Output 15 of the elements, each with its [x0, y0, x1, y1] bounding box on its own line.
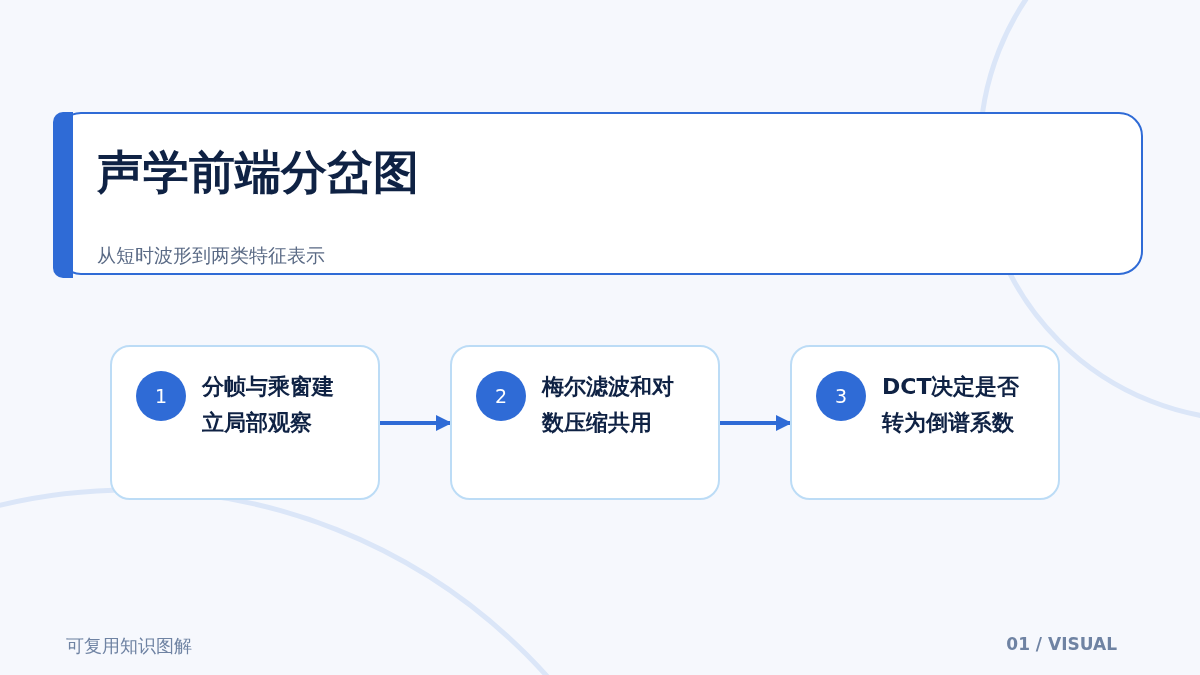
subtitle: 从短时波形到两类特征表示 — [97, 243, 325, 268]
process-box — [110, 345, 380, 500]
step-text: 分帧与乘窗建立局部观察 — [202, 373, 335, 437]
step-text: 梅尔滤波和对数压缩共用 — [542, 373, 675, 437]
step-number-badge: 2 — [476, 371, 526, 421]
step-number-badge: 1 — [136, 371, 186, 421]
page-number: 01 / VISUAL — [1006, 634, 1117, 654]
arrow — [380, 415, 452, 431]
process-box — [790, 345, 1060, 500]
title-heading: 声学前端分岔图 — [97, 144, 419, 201]
process-box — [450, 345, 720, 500]
footer-text: 可复用知识图解 — [66, 634, 192, 658]
step-text: DCT决定是否转为倒谱系数 — [882, 373, 1021, 437]
step-number-badge: 3 — [816, 371, 866, 421]
arrow — [720, 415, 792, 431]
